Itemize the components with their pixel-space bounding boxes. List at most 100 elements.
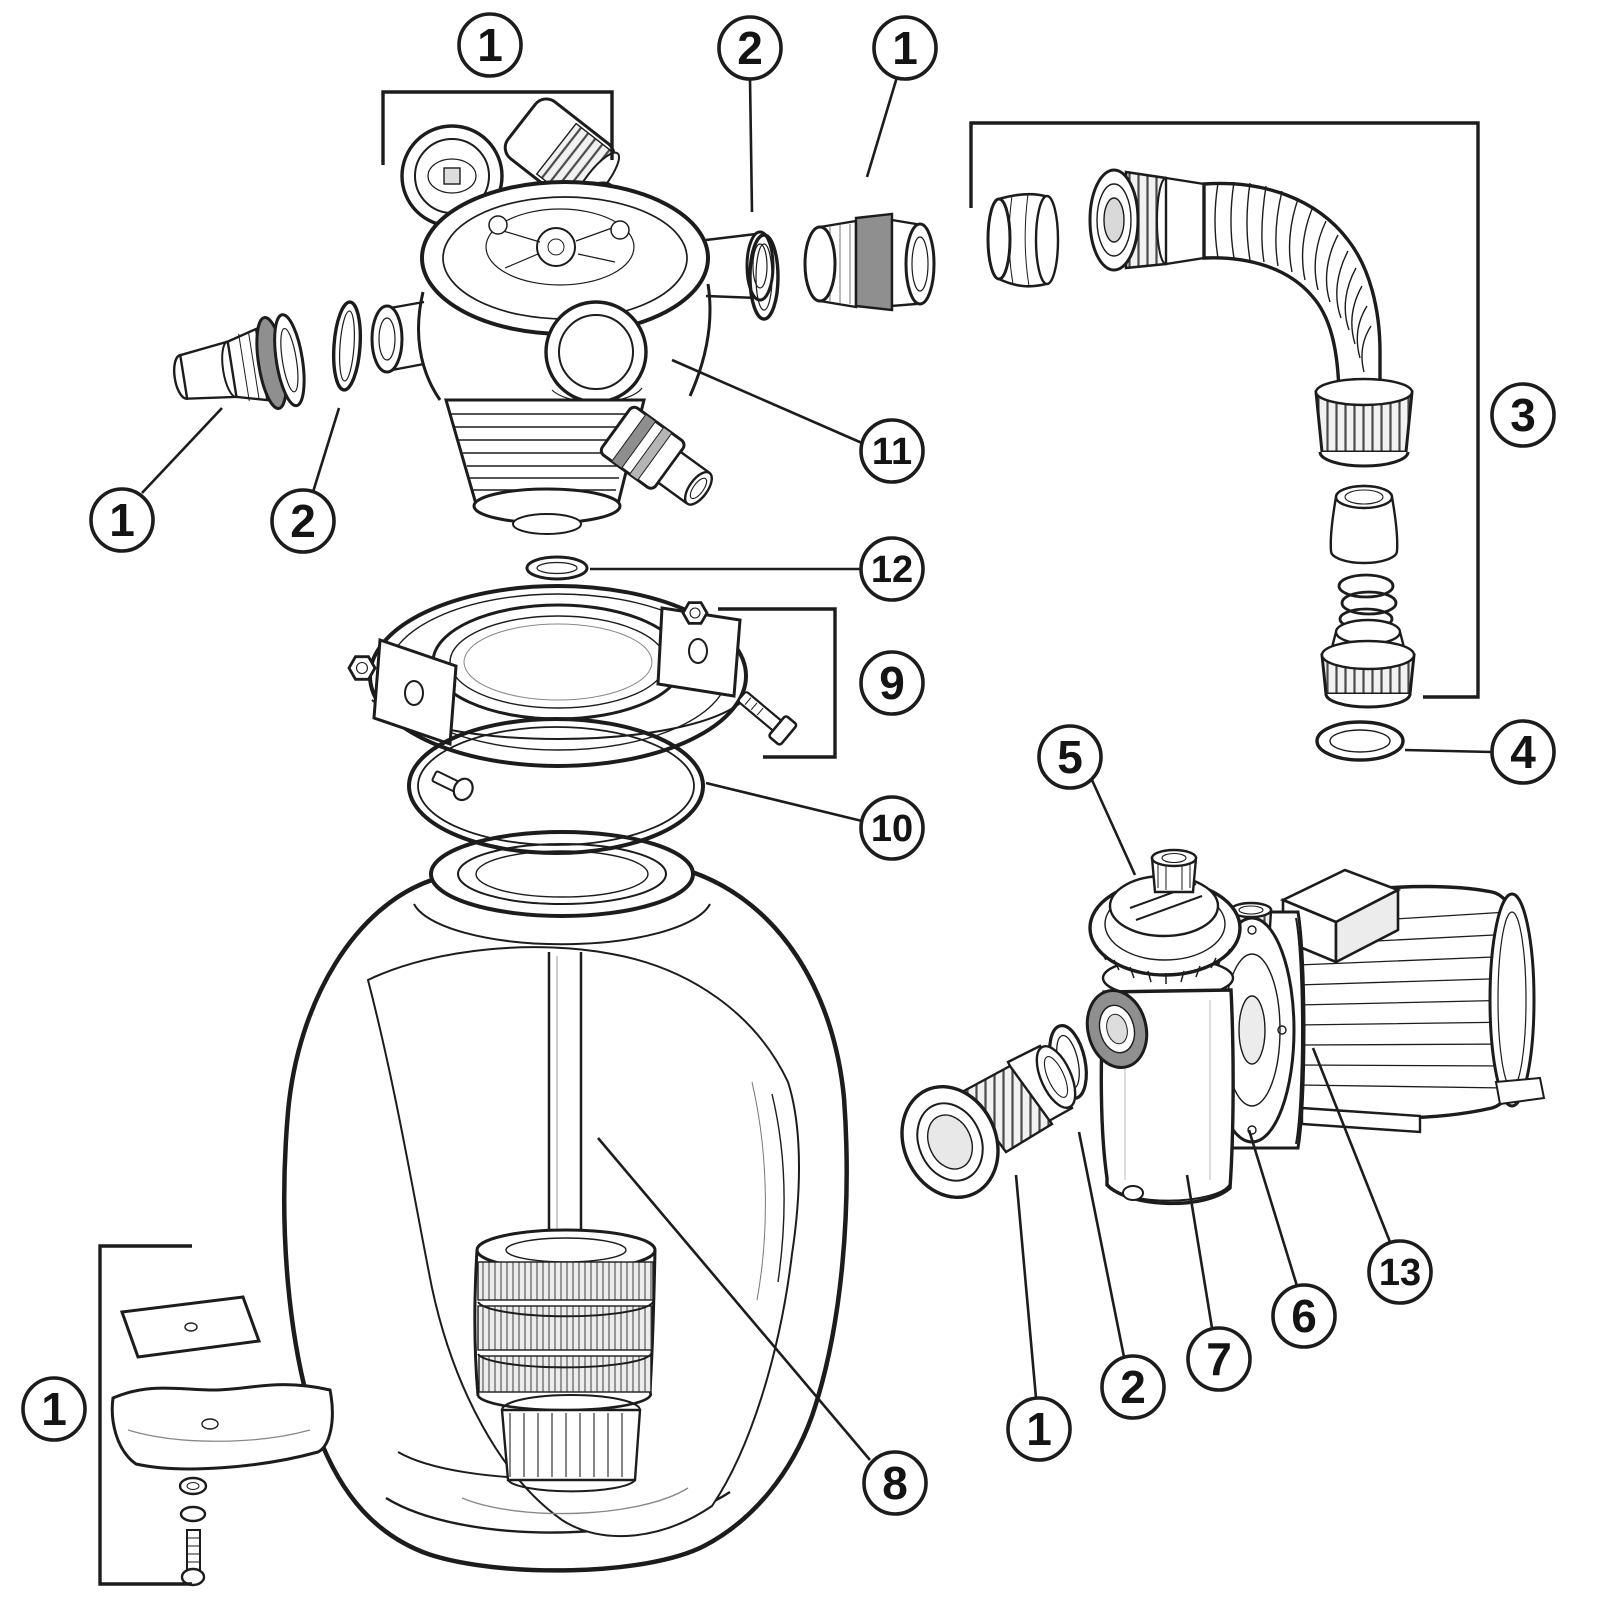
multiport-valve [370, 97, 775, 535]
hose-nut-top [1088, 168, 1176, 272]
clamp-nut [681, 601, 709, 625]
valve-base-o-ring [525, 555, 589, 581]
clamp-screw [431, 770, 474, 802]
callout-number: 12 [871, 549, 913, 591]
callout-number: 4 [1510, 726, 1536, 778]
callout-circle [270, 488, 336, 554]
callout-number: 8 [882, 1457, 908, 1509]
callout-13-motor: 13 [1311, 1047, 1433, 1305]
fan-cover [1488, 892, 1536, 1108]
terminal-box [1279, 868, 1402, 965]
callout-2-union-o-ring: 2 [717, 15, 783, 213]
motor [1279, 868, 1546, 1134]
callout-number: 1 [1026, 1403, 1052, 1455]
callout-circle [1271, 1283, 1337, 1349]
callout-1-pump-union: 1 [1006, 1174, 1072, 1462]
valve-right-port [705, 230, 775, 302]
base-assembly [110, 1295, 334, 1587]
callout-8-filter-internals: 8 [597, 1137, 928, 1516]
callout-number: 2 [1120, 1361, 1146, 1413]
washer [178, 1476, 208, 1496]
drain-o-ring [331, 300, 363, 392]
valve-threaded-skirt [444, 398, 646, 535]
corrugated-hose [1202, 181, 1382, 396]
callout-circle [1186, 1326, 1252, 1392]
pump-lid [1088, 848, 1242, 984]
callout-1-valve-top-fittings: 1 [381, 12, 614, 165]
tank-o-ring [407, 717, 705, 855]
callout-circle [21, 1376, 87, 1442]
adapter-o-ring [1315, 720, 1405, 762]
clamp-assembly [347, 584, 798, 802]
callout-circle [859, 795, 925, 861]
callout-number: 2 [290, 495, 316, 547]
pot-inlet-port [1085, 989, 1149, 1069]
callout-1-drain-fitting: 1 [89, 407, 223, 553]
hose-sleeve [1164, 176, 1206, 266]
callout-circle [457, 12, 523, 78]
callout-2-drain-o-ring: 2 [270, 407, 341, 554]
cone-cap [1329, 484, 1399, 565]
clamp-nut [347, 655, 377, 681]
drain-fitting [172, 313, 306, 410]
hose-cone-adapter [986, 192, 1060, 288]
callout-number: 11 [872, 431, 912, 473]
washer [179, 1505, 207, 1523]
bottom-collar [500, 1408, 642, 1482]
pump-union [900, 1044, 1077, 1200]
pot-drain-plug [1122, 1185, 1144, 1201]
callout-9-clamp-assembly: 9 [718, 607, 925, 759]
callout-4-adapter-o-ring: 4 [1404, 719, 1556, 785]
callout-number: 3 [1510, 389, 1536, 441]
callout-circle [872, 15, 938, 81]
callout-11-multiport-valve: 11 [671, 358, 925, 484]
callout-number: 1 [41, 1383, 67, 1435]
callout-circle [1490, 382, 1556, 448]
callout-number: 1 [892, 22, 918, 74]
callout-7-strainer-pot: 7 [1185, 1174, 1252, 1392]
callout-number: 6 [1291, 1290, 1317, 1342]
callout-number: 7 [1206, 1333, 1232, 1385]
callout-circle [89, 487, 155, 553]
callout-number: 1 [109, 494, 135, 546]
callout-number: 13 [1379, 1252, 1421, 1294]
base-bolt [180, 1529, 206, 1587]
callout-12-valve-base-o-ring: 12 [590, 536, 925, 602]
union-o-ring [748, 233, 780, 321]
callout-1-tank-union-fitting: 1 [865, 15, 938, 178]
pump-assembly [900, 848, 1546, 1206]
base-foot [110, 1383, 334, 1471]
callout-number: 5 [1057, 731, 1083, 783]
valve-left-port [370, 300, 425, 374]
callout-circle [1006, 1396, 1072, 1462]
callout-10-tank-o-ring: 10 [705, 781, 925, 861]
callout-5-pump-lid: 5 [1037, 724, 1137, 876]
lid-vent-knob [1150, 848, 1198, 894]
callout-number: 9 [879, 657, 905, 709]
callout-circle [1100, 1354, 1166, 1420]
callout-circle [859, 536, 925, 602]
union-adapter [1320, 618, 1416, 709]
tank-union-fitting [803, 212, 936, 312]
valve-barb-fitting [599, 405, 713, 506]
callout-number: 10 [871, 808, 913, 850]
callout-2-pump-o-ring: 2 [1077, 1131, 1166, 1420]
callout-circle [1367, 1239, 1433, 1305]
callout-1-base-assembly: 1 [21, 1244, 192, 1586]
hose-assembly [986, 168, 1416, 709]
callout-6-pump-body: 6 [1247, 1129, 1337, 1349]
callout-number: 1 [477, 19, 503, 71]
callout-circle [717, 15, 783, 81]
callout-circle [859, 418, 925, 484]
callout-3-hose-assembly: 3 [969, 121, 1556, 699]
callout-number: 2 [737, 22, 763, 74]
callout-circle [1490, 719, 1556, 785]
callout-circle [859, 650, 925, 716]
valve-front-port [544, 300, 648, 404]
filter-tank [282, 830, 849, 1573]
clamp-bolt [737, 691, 798, 746]
standpipe-and-lateral-assembly [461, 952, 689, 1515]
